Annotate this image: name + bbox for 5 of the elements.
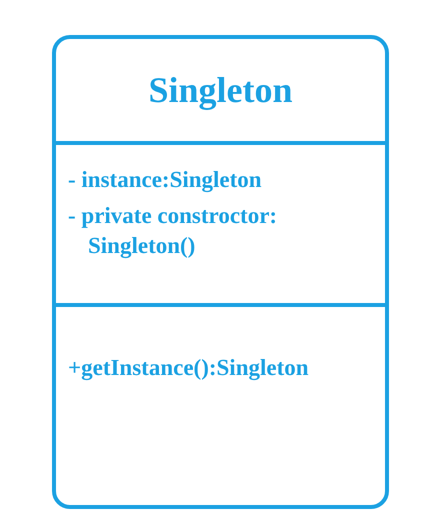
class-box [52, 35, 389, 509]
member-text: - private constroctor: Singleton() [68, 202, 278, 260]
member-text: - instance:Singleton [68, 166, 263, 194]
class-name: Singleton [148, 72, 293, 108]
member-text: +getInstance():Singleton [68, 354, 310, 382]
